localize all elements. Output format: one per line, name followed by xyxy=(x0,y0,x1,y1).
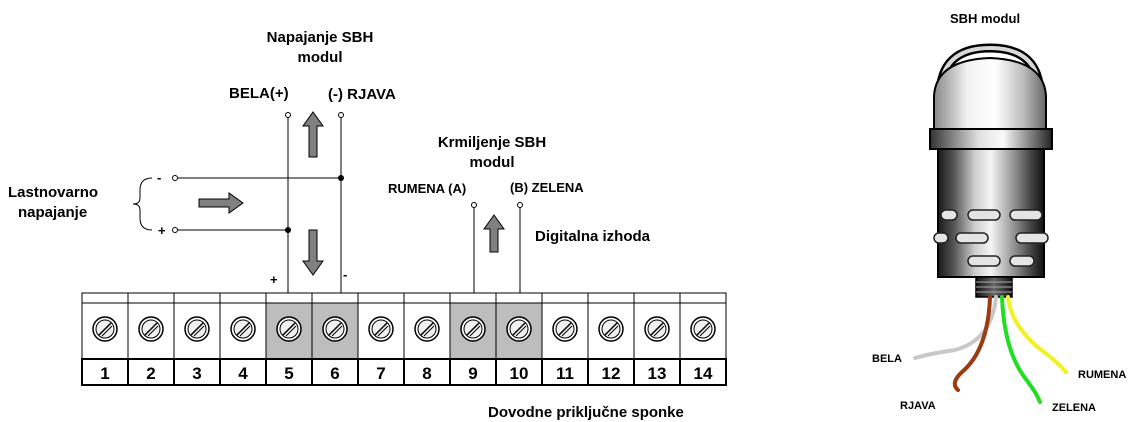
wire-label-bela: BELA xyxy=(872,353,902,365)
supply-minus-sign: - xyxy=(157,170,161,185)
terminal-number: 2 xyxy=(146,364,155,383)
terminal-number: 6 xyxy=(330,364,339,383)
supply-minus-dot xyxy=(172,175,178,181)
wire-label-rjava: RJAVA xyxy=(900,400,936,412)
screw-icon xyxy=(460,316,486,342)
terminal-12: 12 xyxy=(587,292,635,386)
control-a-label: RUMENA (A) xyxy=(388,181,466,196)
junction-negative-dot xyxy=(338,175,344,181)
power-negative-label: (-) RJAVA xyxy=(328,86,396,103)
digital-outputs-label: Digitalna izhoda xyxy=(535,228,651,245)
terminals-caption: Dovodne priključne sponke xyxy=(488,404,684,421)
terminal-number: 5 xyxy=(284,364,293,383)
module-wires xyxy=(913,295,1068,404)
terminal-14: 14 xyxy=(679,292,727,386)
screw-icon xyxy=(368,316,394,342)
arrow-down-icon xyxy=(302,229,324,276)
own-supply-label-line2: napajanje xyxy=(18,204,87,221)
arrow-right-icon xyxy=(198,192,244,214)
power-positive-terminal-dot xyxy=(285,112,291,118)
terminal-number: 10 xyxy=(510,364,529,383)
arrow-up-control-icon xyxy=(483,214,505,253)
terminal-number: 9 xyxy=(468,364,477,383)
screw-icon xyxy=(322,316,348,342)
junction-positive-dot xyxy=(285,227,291,233)
own-supply-label-line1: Lastnovarno xyxy=(8,184,98,201)
power-positive-label: BELA(+) xyxy=(229,85,289,102)
terminal-2: 2 xyxy=(127,292,175,386)
terminal-number: 3 xyxy=(192,364,201,383)
screw-icon xyxy=(92,316,118,342)
wire-bela xyxy=(913,295,998,360)
module-title: SBH modul xyxy=(950,11,1020,26)
terminal-number: 13 xyxy=(648,364,667,383)
wire-label-zelena: ZELENA xyxy=(1052,402,1096,414)
screw-icon xyxy=(552,316,578,342)
terminal-5: 5 xyxy=(265,292,313,386)
terminal-1: 1 xyxy=(81,292,129,386)
control-b-label: (B) ZELENA xyxy=(510,180,584,195)
terminal-11: 11 xyxy=(541,292,589,386)
supply-plus-dot xyxy=(172,227,178,233)
screw-icon xyxy=(644,316,670,342)
control-title-line2: modul xyxy=(470,154,515,171)
screw-icon xyxy=(184,316,210,342)
control-b-terminal-dot xyxy=(517,202,523,208)
terminal-number: 1 xyxy=(100,364,109,383)
arrow-up-icon xyxy=(302,111,324,158)
terminal-6: 6 xyxy=(311,292,359,386)
terminal-number: 8 xyxy=(422,364,431,383)
terminal-10: 10 xyxy=(495,292,543,386)
supply-brace xyxy=(132,177,153,231)
sbh-module-device xyxy=(929,43,1053,298)
control-wires xyxy=(473,207,521,293)
screw-icon xyxy=(598,316,624,342)
screw-icon xyxy=(276,316,302,342)
wire-rjava xyxy=(952,295,992,392)
screw-icon xyxy=(230,316,256,342)
terminal-number: 7 xyxy=(376,364,385,383)
screw-icon xyxy=(506,316,532,342)
screw-icon xyxy=(138,316,164,342)
terminal-13: 13 xyxy=(633,292,681,386)
wire-zelena xyxy=(1000,295,1042,404)
wire-rumena xyxy=(1006,295,1068,374)
control-a-terminal-dot xyxy=(471,202,477,208)
control-title-line1: Krmiljenje SBH xyxy=(438,134,546,151)
terminal-9: 9 xyxy=(449,292,497,386)
power-wires xyxy=(177,117,342,293)
screw-icon xyxy=(690,316,716,342)
supply-plus-sign: + xyxy=(158,223,166,238)
power-negative-terminal-dot xyxy=(338,112,344,118)
terminal-number: 14 xyxy=(694,364,713,383)
screw-icon xyxy=(414,316,440,342)
terminal-3: 3 xyxy=(173,292,221,386)
power-title-line2: modul xyxy=(298,49,343,66)
terminal-4: 4 xyxy=(219,292,267,386)
terminal-plus-sign: + xyxy=(270,272,278,287)
wire-label-rumena: RUMENA xyxy=(1078,369,1126,381)
terminal-number: 4 xyxy=(238,364,248,383)
power-title-line1: Napajanje SBH xyxy=(267,29,374,46)
terminal-number: 11 xyxy=(556,364,574,383)
terminal-7: 7 xyxy=(357,292,405,386)
terminal-8: 8 xyxy=(403,292,451,386)
terminal-minus-sign: - xyxy=(343,267,347,282)
terminal-number: 12 xyxy=(602,364,621,383)
